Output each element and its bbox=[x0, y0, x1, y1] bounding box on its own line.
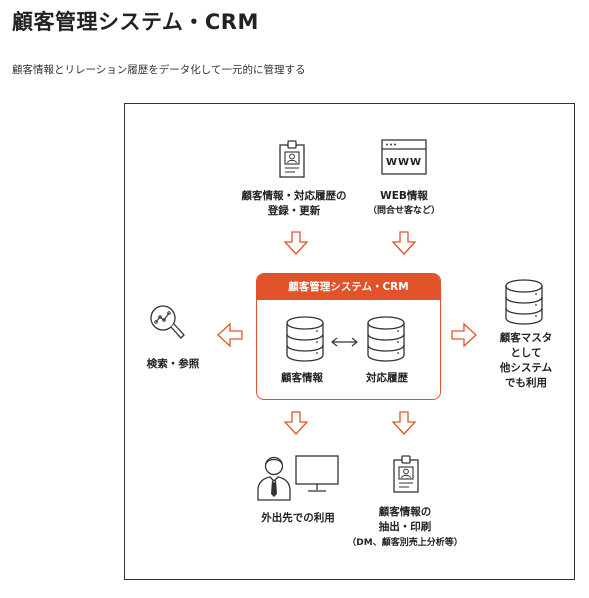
master-label-line2: として bbox=[510, 347, 542, 359]
browser-icon-text: WWW bbox=[385, 157, 423, 168]
diagram-frame bbox=[124, 103, 575, 580]
master-label-line3: 他システム bbox=[499, 362, 553, 374]
search-label: 検索・参照 bbox=[146, 358, 200, 370]
crm-header: 顧客管理システム・CRM bbox=[257, 274, 440, 300]
magnifier-icon bbox=[150, 305, 185, 339]
badge-icon bbox=[279, 140, 305, 178]
web-label-line2: （問合せ客など） bbox=[367, 206, 440, 216]
arrow-icon bbox=[217, 323, 243, 347]
register-label-line1: 顧客情報・対応履歴の bbox=[241, 190, 347, 202]
register-label-line2: 登録・更新 bbox=[267, 205, 321, 217]
badge-icon bbox=[393, 455, 419, 493]
arrow-icon bbox=[392, 231, 416, 255]
browser-icon bbox=[381, 139, 427, 175]
extract-label-line1: 顧客情報の bbox=[378, 506, 432, 518]
monitor-icon bbox=[295, 455, 339, 492]
arrow-icon bbox=[451, 323, 477, 347]
web-label-line1: WEB情報 bbox=[380, 190, 428, 202]
page-subtitle: 顧客情報とリレーション履歴をデータ化して一元的に管理する bbox=[12, 64, 306, 76]
arrow-icon bbox=[284, 231, 308, 255]
crm-system-box: 顧客管理システム・CRM bbox=[256, 273, 441, 400]
db-history-label: 対応履歴 bbox=[366, 372, 408, 384]
page-title: 顧客管理システム・CRM bbox=[12, 10, 259, 34]
master-label-line1: 顧客マスタ bbox=[499, 332, 553, 344]
extract-label-line2: 抽出・印刷 bbox=[378, 521, 432, 533]
person-icon bbox=[257, 456, 291, 501]
db-customer-label: 顧客情報 bbox=[281, 372, 323, 384]
bidirectional-arrow-icon bbox=[331, 337, 358, 347]
arrow-icon bbox=[392, 411, 416, 435]
arrow-icon bbox=[284, 411, 308, 435]
database-icon bbox=[505, 279, 543, 325]
extract-label-line3: （DM、顧客別売上分析等） bbox=[347, 538, 463, 548]
external-use-label: 外出先での利用 bbox=[261, 512, 335, 524]
master-label-line4: でも利用 bbox=[505, 377, 547, 389]
